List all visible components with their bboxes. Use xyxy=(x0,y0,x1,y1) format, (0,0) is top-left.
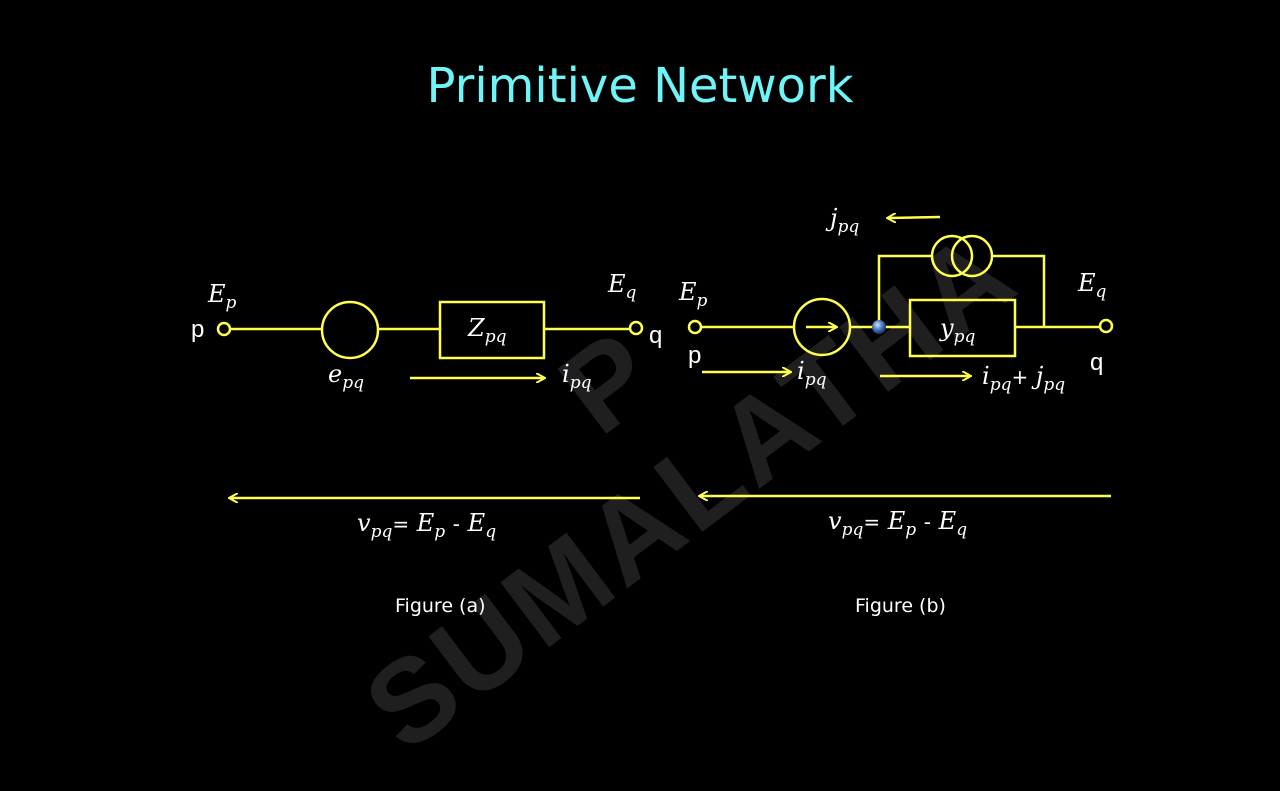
node-label-p-b: p xyxy=(688,342,702,369)
branch-current-label: ipq+ jpq xyxy=(982,362,1066,395)
figure-a-caption: Figure (a) xyxy=(395,595,486,617)
impedance-label: Zpq xyxy=(468,314,507,347)
figure-a-circuit xyxy=(216,300,644,498)
figure-b-circuit xyxy=(687,217,1114,496)
node-label-q-a: q xyxy=(649,322,663,349)
current-label-ipq-a: ipq xyxy=(562,360,592,393)
terminal-q-a xyxy=(628,320,644,336)
parallel-branch xyxy=(877,254,932,327)
voltage-label-eq-b: Eq xyxy=(1078,269,1107,302)
terminal-q-b xyxy=(1098,318,1114,334)
voltage-source-a xyxy=(320,300,380,360)
jpq-arrow xyxy=(888,217,941,218)
parallel-branch-right xyxy=(992,254,1046,327)
terminal-p-a xyxy=(216,321,232,337)
source-label-epq: epq xyxy=(328,360,364,393)
transformer-coil-right xyxy=(950,234,994,278)
junction-node xyxy=(872,320,886,334)
terminal-p-b xyxy=(687,319,703,335)
source-current-label-jpq: jpq xyxy=(830,204,860,237)
transformer-coil-left xyxy=(930,234,974,278)
slide: P SUMALATHA Primitive Network xyxy=(191,0,1114,776)
slide-title: Primitive Network xyxy=(426,58,854,114)
figure-b-caption: Figure (b) xyxy=(855,595,946,617)
voltage-label-ep-a: Ep xyxy=(208,280,237,313)
admittance-label: ypq xyxy=(940,314,976,347)
voltage-label-ep-b: Ep xyxy=(679,278,708,311)
node-label-p-a: p xyxy=(191,316,205,343)
voltage-label-eq-a: Eq xyxy=(608,270,637,303)
voltage-equation-b: vpq= Ep - Eq xyxy=(828,507,968,540)
current-label-ipq-b: ipq xyxy=(797,357,827,390)
circuit-diagram xyxy=(216,0,1114,720)
node-label-q-b: q xyxy=(1090,349,1104,376)
voltage-equation-a: vpq= Ep - Eq xyxy=(357,509,497,542)
